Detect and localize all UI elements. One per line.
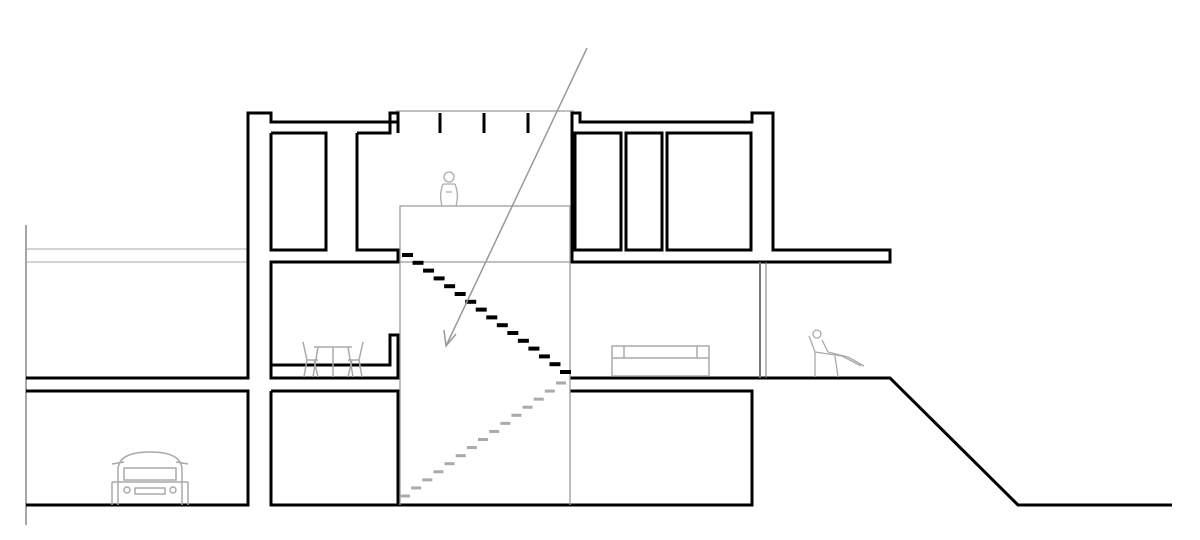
ground-floor-right bbox=[570, 376, 1172, 507]
basement-left bbox=[269, 389, 400, 507]
basement-right bbox=[398, 389, 754, 507]
upper-mid-wall bbox=[269, 133, 400, 380]
secondary-lines bbox=[396, 110, 767, 505]
ground-slab-left bbox=[26, 389, 250, 507]
upper-right-void-2 bbox=[624, 131, 664, 252]
upper-right-void-1 bbox=[573, 131, 623, 252]
sunlight-arrow-icon bbox=[443, 47, 588, 348]
upper-right-void-3 bbox=[665, 131, 753, 252]
right-roof bbox=[570, 111, 892, 264]
upper-left-void bbox=[269, 131, 328, 252]
sofa-icon bbox=[611, 345, 710, 377]
lower-stair bbox=[400, 381, 566, 498]
standing-person-icon bbox=[439, 171, 459, 207]
car-icon bbox=[111, 451, 189, 505]
lounge-chair-person-icon bbox=[808, 329, 865, 378]
house-structure bbox=[26, 111, 1172, 507]
neighbour-boundary bbox=[25, 225, 248, 525]
dining-table-icon bbox=[302, 341, 364, 378]
left-outer-wall bbox=[26, 111, 400, 380]
upper-stair bbox=[402, 253, 571, 374]
upper-mid-void bbox=[357, 120, 400, 135]
